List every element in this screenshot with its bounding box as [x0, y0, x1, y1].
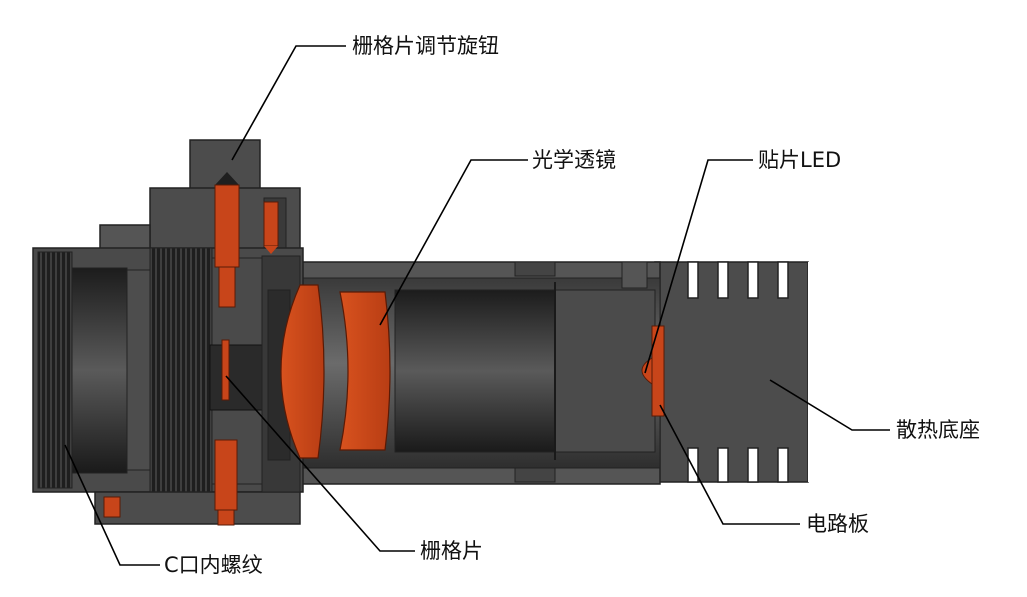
knob-screw: [103, 172, 279, 526]
optical-lenses: [280, 284, 391, 459]
label-c-mount: C口内螺纹: [164, 553, 263, 577]
label-heatsink: 散热底座: [896, 418, 980, 442]
c-mount-front: [32, 247, 304, 525]
label-led: 贴片LED: [758, 148, 842, 172]
heatsink: [654, 261, 812, 483]
label-grating: 栅格片: [420, 539, 483, 563]
label-lens: 光学透镜: [532, 148, 616, 172]
label-knob: 栅格片调节旋钮: [352, 34, 499, 58]
pcb-and-led: [641, 325, 665, 417]
leader-lines: [64, 45, 890, 566]
label-pcb: 电路板: [806, 512, 869, 536]
grating-plate: [221, 339, 230, 401]
